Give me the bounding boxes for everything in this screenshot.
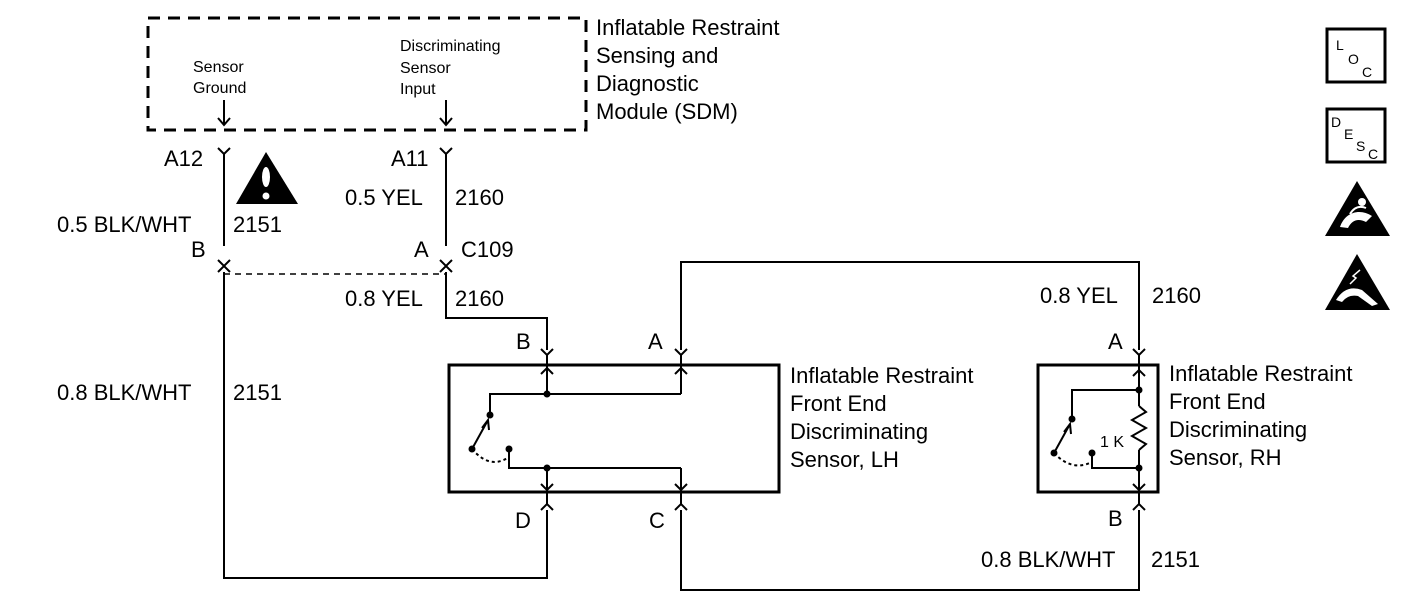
sensor-ground-label-1: Sensor xyxy=(193,59,244,76)
circuit-2160-top: 2160 xyxy=(455,185,504,210)
lh-internal-d xyxy=(540,468,554,504)
lh-internal-c xyxy=(674,468,688,504)
circuit-2160-mid: 2160 xyxy=(455,286,504,311)
lh-internal-b xyxy=(540,355,554,394)
svg-text:O: O xyxy=(1348,51,1359,67)
warning-icon xyxy=(236,152,298,204)
c109-pin-b: B xyxy=(191,237,206,262)
svg-text:C: C xyxy=(1362,64,1372,80)
circuit-2151-left: 2151 xyxy=(233,380,282,405)
lh-pin-d-terminal xyxy=(540,502,554,511)
rh-switch-blade xyxy=(1053,421,1072,454)
wire-label-blk-08-bottom: 0.8 BLK/WHT xyxy=(981,547,1115,572)
circuit-2151-bottom: 2151 xyxy=(1151,547,1200,572)
lh-junction-top xyxy=(543,390,551,398)
wire-2151-ground-loop xyxy=(223,272,548,579)
sdm-title-line-2: Sensing and xyxy=(596,43,718,68)
sdm-dashed-outline xyxy=(146,16,588,132)
sdm-title-line-4: Module (SDM) xyxy=(596,99,738,124)
lh-internal-a xyxy=(674,355,688,394)
sdm-title-line-1: Inflatable Restraint xyxy=(596,15,779,40)
pin-a12-terminal xyxy=(217,147,231,156)
c109-terminal-b xyxy=(217,259,231,273)
lh-pin-b: B xyxy=(516,329,531,354)
rh-title-line-2: Front End xyxy=(1169,389,1266,414)
lh-junction-bottom xyxy=(543,464,551,472)
svg-text:L: L xyxy=(1336,37,1344,53)
rh-switch-contact-top xyxy=(1068,415,1076,423)
wire-2160-lh-a-to-rh-a xyxy=(680,261,1140,350)
lh-switch-blade xyxy=(471,417,490,450)
lh-pin-c: C xyxy=(649,508,665,533)
wire-label-yel-08-mid: 0.8 YEL xyxy=(345,286,423,311)
rh-sensor-box xyxy=(1036,363,1160,494)
wire-2160-to-lh-b xyxy=(445,272,548,350)
rh-title-line-3: Discriminating xyxy=(1169,417,1307,442)
rh-pin-b-terminal xyxy=(1132,502,1146,511)
rh-pin-b: B xyxy=(1108,506,1123,531)
rh-title-line-4: Sensor, RH xyxy=(1169,445,1282,470)
lh-title-line-2: Front End xyxy=(790,391,887,416)
lh-sensor: B A D C Inflatable Restraint Front End D… xyxy=(447,329,973,533)
rh-internal-a xyxy=(1132,355,1146,406)
disc-input-arrow xyxy=(439,100,453,127)
sdm-module: Inflatable Restraint Sensing and Diagnos… xyxy=(146,15,779,132)
circuit-2151-top: 2151 xyxy=(233,212,282,237)
disc-input-label-3: Input xyxy=(400,81,436,98)
wire-label-yel-08-right: 0.8 YEL xyxy=(1040,283,1118,308)
rh-junction-bottom xyxy=(1135,464,1143,472)
lh-title-line-1: Inflatable Restraint xyxy=(790,363,973,388)
lh-switch-contact-bottom xyxy=(505,445,513,453)
svg-text:S: S xyxy=(1356,138,1365,154)
airbag-caution-icon xyxy=(1325,181,1390,236)
wire-label-yel-05: 0.5 YEL xyxy=(345,185,423,210)
sensor-ground-arrow xyxy=(217,100,231,127)
rh-sensor: A B 1 K Inflatable Restraint Front End D… xyxy=(1036,329,1352,531)
rh-resistor-label: 1 K xyxy=(1100,434,1124,451)
lh-internal-top-bus xyxy=(489,393,681,415)
lh-sensor-box xyxy=(447,363,781,494)
sdm-pin-a12: A12 xyxy=(164,146,203,171)
desc-icon: D E S C xyxy=(1325,107,1387,164)
c109-pin-a: A xyxy=(414,237,429,262)
lh-internal-bottom-bus xyxy=(508,449,681,469)
pin-a11-terminal xyxy=(439,147,453,156)
connector-c109: B A C109 xyxy=(191,237,514,275)
rh-switch-travel xyxy=(1053,452,1093,467)
lh-switch-travel xyxy=(471,448,510,463)
rh-resistor xyxy=(1129,405,1149,451)
rh-title-line-1: Inflatable Restraint xyxy=(1169,361,1352,386)
lh-title-line-3: Discriminating xyxy=(790,419,928,444)
disc-input-label-1: Discriminating xyxy=(400,38,500,55)
circuit-2160-right: 2160 xyxy=(1152,283,1201,308)
lh-pin-c-terminal xyxy=(674,502,688,511)
wire-2151-lh-c-to-rh-b xyxy=(680,510,1140,591)
esd-caution-icon xyxy=(1325,254,1390,310)
rh-junction-top xyxy=(1135,386,1143,394)
svg-text:D: D xyxy=(1331,114,1341,130)
wire-label-blk-05: 0.5 BLK/WHT xyxy=(57,212,191,237)
lh-switch-contact-top xyxy=(486,411,494,419)
c109-label: C109 xyxy=(461,237,514,262)
sdm-pin-a11: A11 xyxy=(391,146,429,171)
disc-input-label-2: Sensor xyxy=(400,60,451,77)
lh-title-line-4: Sensor, LH xyxy=(790,447,899,472)
legend: L O C D E S C xyxy=(1325,27,1390,310)
rh-internal-bottom-bus xyxy=(1091,453,1139,469)
c109-terminal-a xyxy=(439,259,453,273)
sensor-ground-label-2: Ground xyxy=(193,80,246,97)
sdm-title-line-3: Diagnostic xyxy=(596,71,699,96)
rh-internal-b xyxy=(1132,450,1146,504)
rh-internal-top-bus xyxy=(1071,389,1139,419)
loc-icon: L O C xyxy=(1325,27,1387,84)
rh-pin-a: A xyxy=(1108,329,1123,354)
svg-text:E: E xyxy=(1344,126,1353,142)
lh-pin-d: D xyxy=(515,508,531,533)
rh-switch-contact-bottom xyxy=(1088,449,1096,457)
svg-text:C: C xyxy=(1368,146,1378,162)
wire-label-blk-08-left: 0.8 BLK/WHT xyxy=(57,380,191,405)
lh-pin-a: A xyxy=(648,329,663,354)
